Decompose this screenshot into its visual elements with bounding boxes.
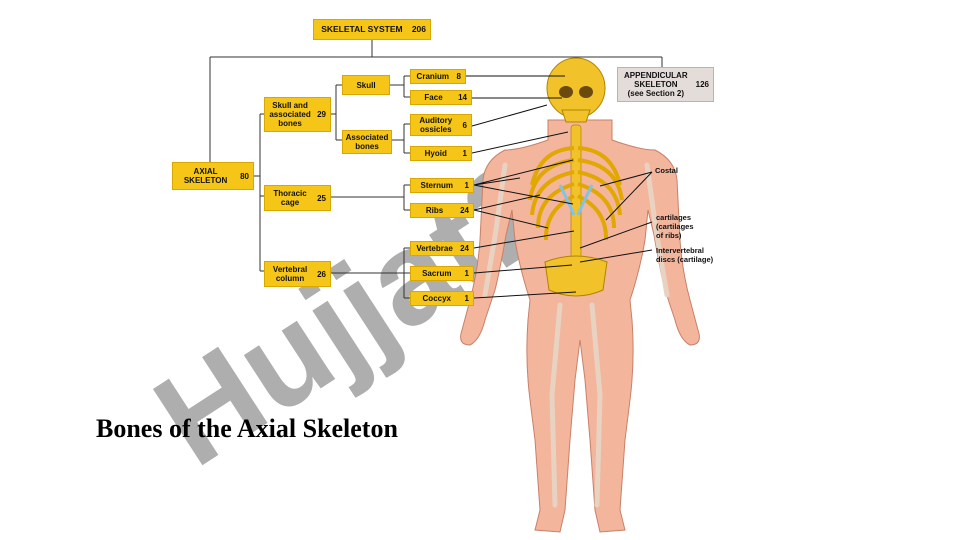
auditory-line-1: Auditory — [419, 116, 453, 125]
sternum-count: 1 — [464, 181, 469, 190]
vertebral-line-1: Vertebral — [272, 265, 308, 274]
face-label: Face — [424, 93, 443, 102]
appendicular-line-1: APPENDICULAR — [624, 71, 688, 80]
sacrum-count: 1 — [464, 269, 469, 278]
hyoid-box: Hyoid 1 — [410, 146, 472, 161]
auditory-line-2: ossicles — [419, 125, 452, 134]
axial-label-2: SKELETON — [183, 176, 228, 185]
appendicular-line-2: SKELETON — [634, 80, 678, 89]
hyoid-label: Hyoid — [424, 149, 447, 158]
vertebrae-box: Vertebrae 24 — [410, 241, 474, 256]
appendicular-count: 126 — [695, 80, 709, 89]
skull-group-line-1: Skull and — [272, 101, 308, 110]
appendicular-line-3: (see Section 2) — [627, 89, 685, 98]
vertebrae-label: Vertebrae — [416, 244, 453, 253]
face-box: Face 14 — [410, 90, 472, 105]
thoracic-line-2: cage — [280, 198, 300, 207]
costal-cartilage — [558, 184, 594, 216]
rib-cage — [528, 146, 624, 241]
associated-line-1: Associated — [345, 133, 389, 142]
vertebrae-count: 24 — [460, 244, 469, 253]
skeletal-system-count: 206 — [411, 24, 426, 34]
ribs-label: Ribs — [425, 206, 444, 215]
ribs-box: Ribs 24 — [410, 203, 474, 218]
cranium-label: Cranium — [416, 72, 449, 81]
cranium-count: 8 — [456, 72, 461, 81]
thoracic-count: 25 — [317, 193, 326, 203]
auditory-count: 6 — [462, 120, 467, 130]
sternum-label: Sternum — [420, 181, 453, 190]
skeletal-system-label: SKELETAL SYSTEM — [321, 24, 403, 34]
vertebral-count: 26 — [317, 269, 326, 279]
axial-label-1: AXIAL — [193, 167, 218, 176]
costal-label: Costal — [655, 166, 678, 175]
ribs-count: 24 — [460, 206, 469, 215]
hyoid-count: 1 — [462, 149, 467, 158]
skull-group-line-3: bones — [278, 119, 302, 128]
cartilages-label: cartilages (cartilages of ribs) — [656, 213, 694, 240]
intervertebral-line-1: Intervertebral — [656, 246, 704, 255]
skull — [546, 57, 606, 123]
cranium-box: Cranium 8 — [410, 69, 466, 84]
sacrum-label: Sacrum — [422, 269, 452, 278]
vertebral-line-2: column — [275, 274, 305, 283]
thoracic-line-1: Thoracic — [273, 189, 307, 198]
intervertebral-line-2: discs (cartilage) — [656, 255, 714, 264]
sternum-box: Sternum 1 — [410, 178, 474, 193]
skull-group-count: 29 — [317, 110, 326, 119]
skull-box: Skull — [342, 75, 390, 95]
axial-count: 80 — [240, 171, 249, 181]
body-outline — [460, 119, 700, 533]
cartilages-line-2: (cartilages — [656, 222, 694, 231]
coccyx-label: Coccyx — [422, 294, 451, 303]
coccyx-count: 1 — [464, 294, 469, 303]
sacrum-box: Sacrum 1 — [410, 266, 474, 281]
associated-line-2: bones — [355, 142, 379, 151]
skull-group-line-2: associated — [269, 110, 311, 119]
slide-title: Bones of the Axial Skeleton — [96, 414, 398, 443]
intervertebral-label: Intervertebral discs (cartilage) — [656, 246, 713, 264]
skull-label: Skull — [356, 80, 376, 90]
face-count: 14 — [458, 93, 467, 102]
cartilages-line-1: cartilages — [656, 213, 692, 222]
coccyx-box: Coccyx 1 — [410, 291, 474, 306]
skeletal-system-box: SKELETAL SYSTEM 206 — [313, 19, 431, 40]
limb-bones — [482, 162, 670, 508]
cartilages-line-3: of ribs) — [656, 231, 682, 240]
